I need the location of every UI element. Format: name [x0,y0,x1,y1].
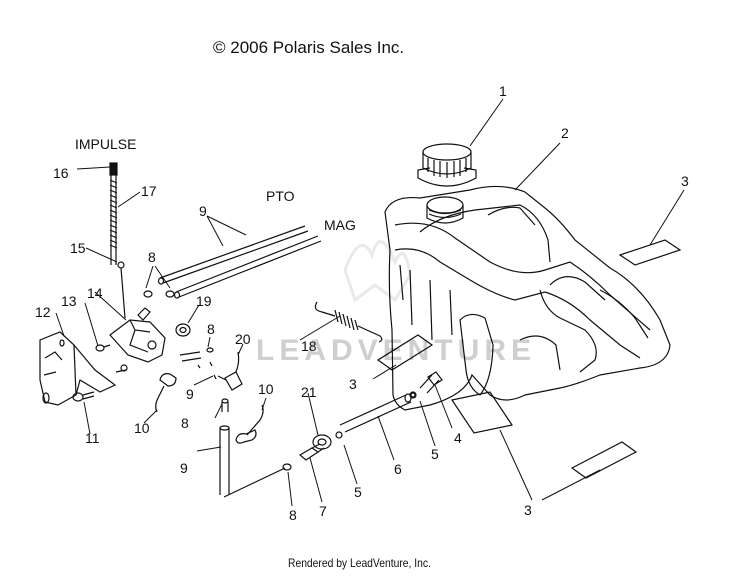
copyright-notice: © 2006 Polaris Sales Inc. [213,38,405,57]
short-hose [179,351,202,362]
callout-10-left: 10 [134,420,150,436]
callout-9-lower: 9 [180,460,188,476]
callout-10-right: 10 [258,381,274,397]
spring [314,301,383,343]
hose-pto [159,225,309,284]
nut-mid [206,347,214,353]
callout-9-mid: 9 [186,386,194,402]
callout-19: 19 [196,293,212,309]
label-pto: PTO [266,188,295,204]
callout-8-lower: 8 [289,507,297,523]
callout-9-upper: 9 [199,203,207,219]
callout-4: 4 [454,430,462,446]
fuel-cap [417,143,477,187]
watermark-text: LEADVENTURE [256,334,536,367]
bushing [175,323,191,337]
decal-pad-lower [451,391,513,434]
bolt [72,391,95,402]
footer-credit: Rendered by LeadVenture, Inc. [288,556,431,570]
shutoff-valve [217,351,243,391]
drawing-lines [39,98,685,507]
fitting [298,443,325,461]
vent-hose-vertical [219,428,230,495]
callout-12: 12 [35,304,51,320]
callout-20: 20 [235,331,251,347]
callout-8-mid: 8 [207,321,215,337]
callout-7: 7 [319,503,327,519]
callout-11: 11 [85,430,100,446]
nut-lower [282,463,292,471]
nut-upper-1 [143,290,153,298]
callout-5-upper: 5 [431,446,439,462]
screw-13 [95,344,105,352]
callout-3-bottom: 3 [524,502,532,518]
callout-5-lower: 5 [354,484,362,500]
callout-6: 6 [394,461,402,477]
fuel-valve [109,307,166,363]
decal-pad-right [618,239,682,266]
callout-3-right: 3 [681,173,689,189]
impulse-rod [109,162,126,319]
clamp-lower [335,431,343,439]
callout-2: 2 [561,125,569,141]
nut-upper-2 [165,290,175,298]
inline-filter [409,371,443,399]
callout-21: 21 [301,384,317,400]
hose-clip-left [155,373,177,413]
fuel-tank [384,185,671,411]
callout-17: 17 [141,183,157,199]
mounting-bracket [39,331,117,406]
decal-pad-bottom [570,441,638,479]
label-impulse: IMPULSE [75,136,136,152]
callout-18: 18 [301,338,317,354]
callout-14: 14 [87,285,103,301]
watermark-logo [343,240,412,303]
small-fittings [197,361,217,380]
hose-clip-right [235,404,264,444]
callout-15: 15 [70,240,86,256]
grommet [312,434,332,450]
callout-8-upper: 8 [148,249,156,265]
hose-tube [339,394,412,433]
callout-1: 1 [499,83,507,99]
callout-16: 16 [53,165,69,181]
callout-3-mid: 3 [349,376,357,392]
callout-13: 13 [61,293,77,309]
label-mag: MAG [324,217,356,233]
hose-mag [175,235,322,298]
decal-pad-mid [376,334,434,371]
leader-lines [55,98,685,507]
callout-8-left: 8 [181,415,189,431]
